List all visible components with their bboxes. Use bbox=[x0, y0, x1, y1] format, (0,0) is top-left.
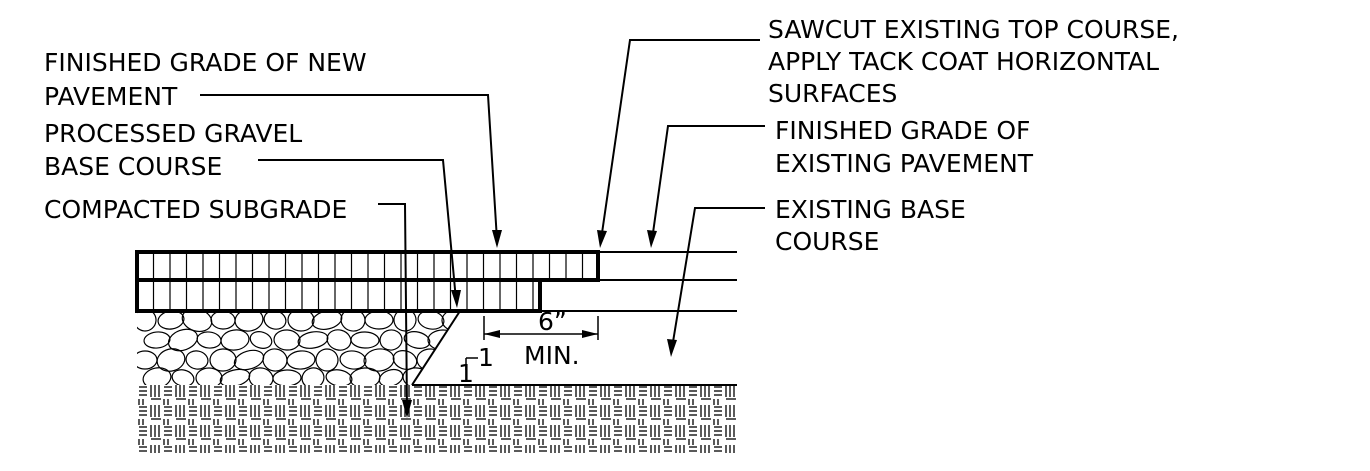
gravel-stone bbox=[210, 311, 236, 330]
gravel-stone bbox=[364, 311, 394, 330]
label-line-2: COURSE bbox=[775, 227, 879, 256]
leader-sawcut bbox=[600, 39, 760, 241]
gravel-stone bbox=[379, 329, 403, 351]
leader-finished-grade-new bbox=[200, 94, 498, 241]
dim-min-label: MIN. bbox=[524, 341, 580, 370]
label-line-1: FINISHED GRADE OF bbox=[775, 116, 1030, 145]
leader-existing-base bbox=[671, 207, 765, 349]
label-line-1: SAWCUT EXISTING TOP COURSE, bbox=[768, 15, 1179, 44]
leader-arrowhead bbox=[451, 290, 461, 308]
second-course-grid bbox=[152, 280, 534, 311]
gravel-stone bbox=[427, 329, 459, 351]
label-processed-gravel: PROCESSED GRAVEL BASE COURSE bbox=[44, 119, 461, 308]
slope-rise-label: 1 bbox=[478, 343, 494, 372]
dim-offset-label: 6” bbox=[538, 307, 567, 336]
gravel-stone bbox=[301, 367, 325, 385]
slope-line bbox=[411, 310, 461, 386]
gravel-stone bbox=[393, 311, 417, 332]
gravel-stone bbox=[220, 329, 250, 351]
slope-indicator: 1 1 bbox=[458, 343, 494, 388]
gravel-stone bbox=[234, 311, 264, 332]
gravel-stone bbox=[157, 311, 185, 330]
leader-arrowhead bbox=[667, 339, 677, 357]
leader-compacted-subgrade bbox=[378, 203, 408, 411]
slope-run-label: 1 bbox=[458, 359, 474, 388]
gravel-stone bbox=[143, 331, 171, 349]
gravel-stone bbox=[167, 328, 199, 352]
gravel-stone bbox=[392, 350, 418, 370]
leader-arrowhead bbox=[492, 230, 502, 248]
gravel-stone bbox=[287, 311, 315, 332]
label-line-3: SURFACES bbox=[768, 79, 897, 108]
gravel-stone bbox=[248, 367, 274, 385]
label-compacted-subgrade: COMPACTED SUBGRADE bbox=[44, 195, 412, 418]
gravel-stone bbox=[195, 367, 223, 385]
gravel-stone bbox=[171, 369, 195, 385]
gravel-stone bbox=[156, 348, 186, 372]
label-line-2: PAVEMENT bbox=[44, 82, 178, 111]
new-pavement-courses bbox=[135, 250, 600, 313]
gravel-stone bbox=[325, 369, 353, 385]
label-line-2: APPLY TACK COAT HORIZONTAL bbox=[768, 47, 1159, 76]
label-line-2: BASE COURSE bbox=[44, 152, 222, 181]
gravel-stone bbox=[273, 329, 301, 351]
leader-arrowhead bbox=[647, 230, 657, 248]
gravel-stone bbox=[403, 331, 431, 349]
label-line-2: EXISTING PAVEMENT bbox=[775, 149, 1034, 178]
processed-gravel-base bbox=[137, 311, 460, 385]
gravel-stone bbox=[142, 367, 172, 385]
label-finished-grade-new: FINISHED GRADE OF NEW PAVEMENT bbox=[44, 48, 502, 248]
top-course-grid bbox=[152, 252, 584, 280]
gravel-stone bbox=[339, 350, 367, 370]
gravel-stone bbox=[340, 311, 366, 332]
gravel-stone bbox=[286, 350, 316, 370]
gravel-stone bbox=[137, 350, 158, 370]
gravel-stone bbox=[249, 331, 273, 349]
label-sawcut: SAWCUT EXISTING TOP COURSE, APPLY TACK C… bbox=[597, 15, 1179, 248]
gravel-stone bbox=[272, 369, 302, 385]
gravel-stone bbox=[196, 331, 222, 349]
gravel-stone bbox=[417, 311, 445, 330]
compacted-subgrade-hatch bbox=[137, 385, 737, 453]
new-top-course-outline bbox=[135, 250, 600, 282]
dimension-6-min: 6” MIN. bbox=[483, 307, 599, 370]
label-line-1: EXISTING BASE bbox=[775, 195, 966, 224]
dim-arrow-right bbox=[582, 330, 598, 338]
leader-finished-grade-existing bbox=[651, 125, 765, 241]
new-second-course-outline bbox=[135, 280, 542, 313]
gravel-stone bbox=[263, 311, 287, 330]
leader-processed-gravel bbox=[258, 159, 457, 301]
gravel-stone bbox=[363, 348, 395, 372]
gravel-stone bbox=[350, 331, 380, 349]
label-finished-grade-existing: FINISHED GRADE OF EXISTING PAVEMENT bbox=[647, 116, 1034, 248]
label-existing-base: EXISTING BASE COURSE bbox=[667, 195, 966, 357]
leader-arrowhead bbox=[402, 400, 412, 418]
leader-arrowhead bbox=[597, 230, 607, 248]
label-text: COMPACTED SUBGRADE bbox=[44, 195, 347, 224]
dim-arrow-left bbox=[484, 330, 500, 338]
gravel-stone bbox=[185, 350, 209, 370]
gravel-stone bbox=[137, 311, 157, 332]
gravel-stone bbox=[297, 331, 329, 349]
label-line-1: FINISHED GRADE OF NEW bbox=[44, 48, 367, 77]
gravel-stone bbox=[378, 368, 404, 385]
gravel-stone bbox=[326, 329, 352, 351]
label-line-1: PROCESSED GRAVEL bbox=[44, 119, 302, 148]
